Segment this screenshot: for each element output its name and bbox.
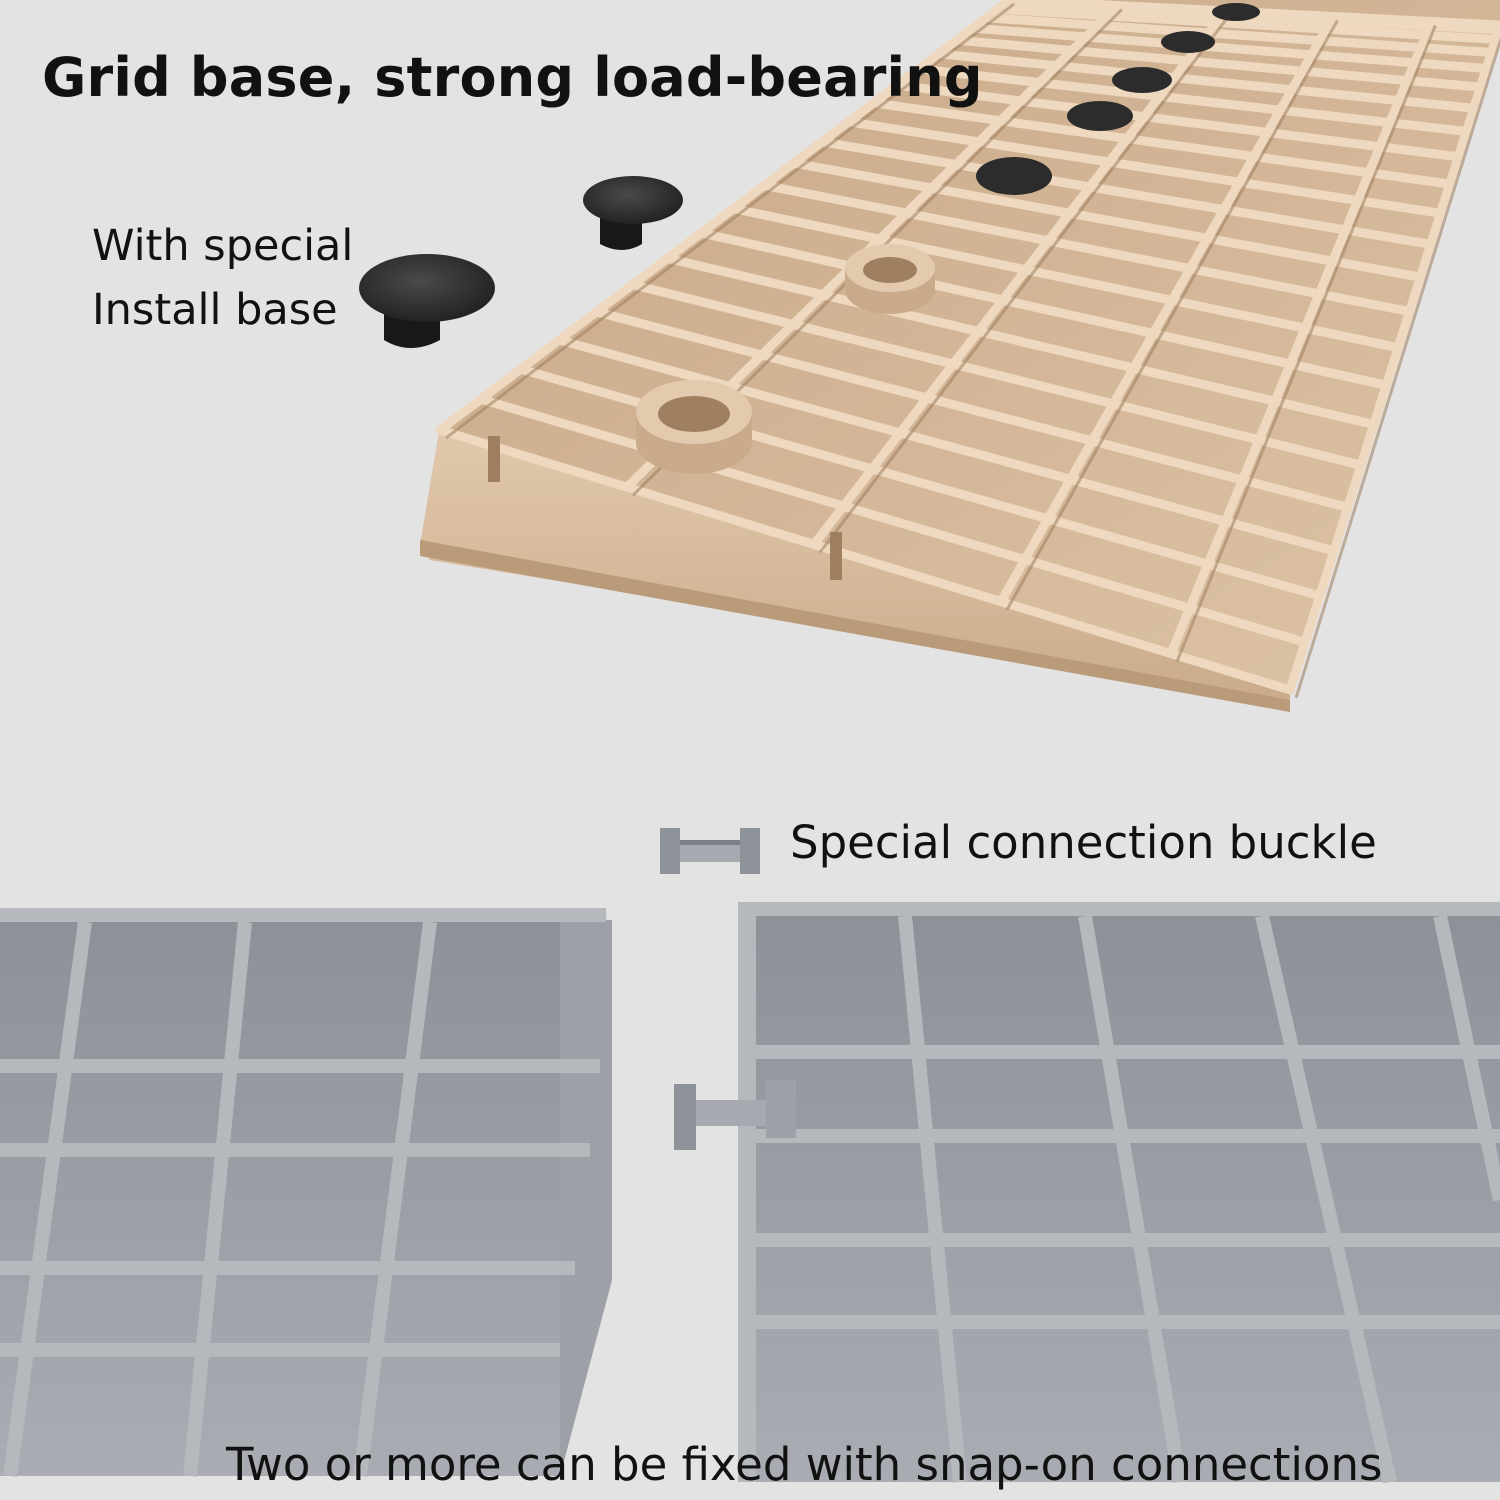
grid-rib [898, 915, 967, 1483]
grid-rib [696, 228, 1391, 390]
tan-ramp-grid-image [420, 0, 1500, 712]
installed-caps [976, 3, 1260, 195]
grid-rib [952, 35, 1485, 92]
grid-rib [981, 13, 1496, 57]
grid-rib [759, 180, 1414, 317]
install-base-label-line1: With special [92, 221, 354, 271]
grid-rib [3, 921, 92, 1477]
install-cap-icon [583, 176, 683, 250]
ramp-notch [488, 436, 500, 482]
gray-grid-panel-left [0, 908, 612, 1477]
grid-rib [628, 280, 1366, 470]
grid-rib [1285, 20, 1500, 695]
gray-grid-panel-right [674, 902, 1500, 1484]
ramp-boss [845, 244, 935, 314]
grid-rib [554, 335, 1339, 556]
grid-rib [663, 253, 1379, 430]
ramp-front-edge [420, 540, 1290, 712]
grid-rib [869, 98, 1455, 189]
grid-rib [435, 425, 1295, 695]
grid-rib [435, 0, 1015, 435]
grid-rib [789, 158, 1425, 282]
install-cap-icon [359, 254, 495, 348]
grid-rib [818, 14, 1231, 554]
grid-rib [844, 117, 1446, 218]
installed-cap [1212, 3, 1260, 21]
grid-rib [1005, 19, 1339, 611]
bottom-caption: Two or more can be fixed with snap-on co… [226, 1438, 1383, 1491]
grid-rib [968, 23, 1491, 73]
installed-cap [1161, 31, 1215, 53]
grid-rib [445, 2, 1015, 440]
grid-rib [914, 64, 1471, 136]
grid-rib [1294, 36, 1500, 699]
install-base-label: With special Install base [92, 214, 353, 342]
grid-rib [353, 921, 437, 1477]
grid-rib [993, 4, 1500, 44]
installed-cap [1067, 101, 1133, 131]
grid-rib [728, 204, 1403, 353]
grid-rib [817, 137, 1436, 249]
grid-rib [1175, 24, 1437, 663]
grid-rib [934, 49, 1479, 113]
grid-rib [592, 307, 1353, 512]
installed-cap [976, 157, 1052, 195]
installed-cap [1112, 67, 1172, 93]
grid-rib [1255, 914, 1397, 1484]
connection-buckle-icon [660, 828, 760, 874]
grid-rib [892, 80, 1463, 162]
ramp-boss [636, 380, 752, 474]
headline: Grid base, strong load-bearing [42, 46, 983, 109]
ramp-notch [830, 532, 842, 580]
grid-rib [1078, 914, 1187, 1484]
grid-rib [476, 394, 1310, 647]
grid-rib [183, 921, 252, 1477]
buckle-label: Special connection buckle [790, 816, 1377, 869]
install-base-label-line2: Install base [92, 285, 338, 335]
